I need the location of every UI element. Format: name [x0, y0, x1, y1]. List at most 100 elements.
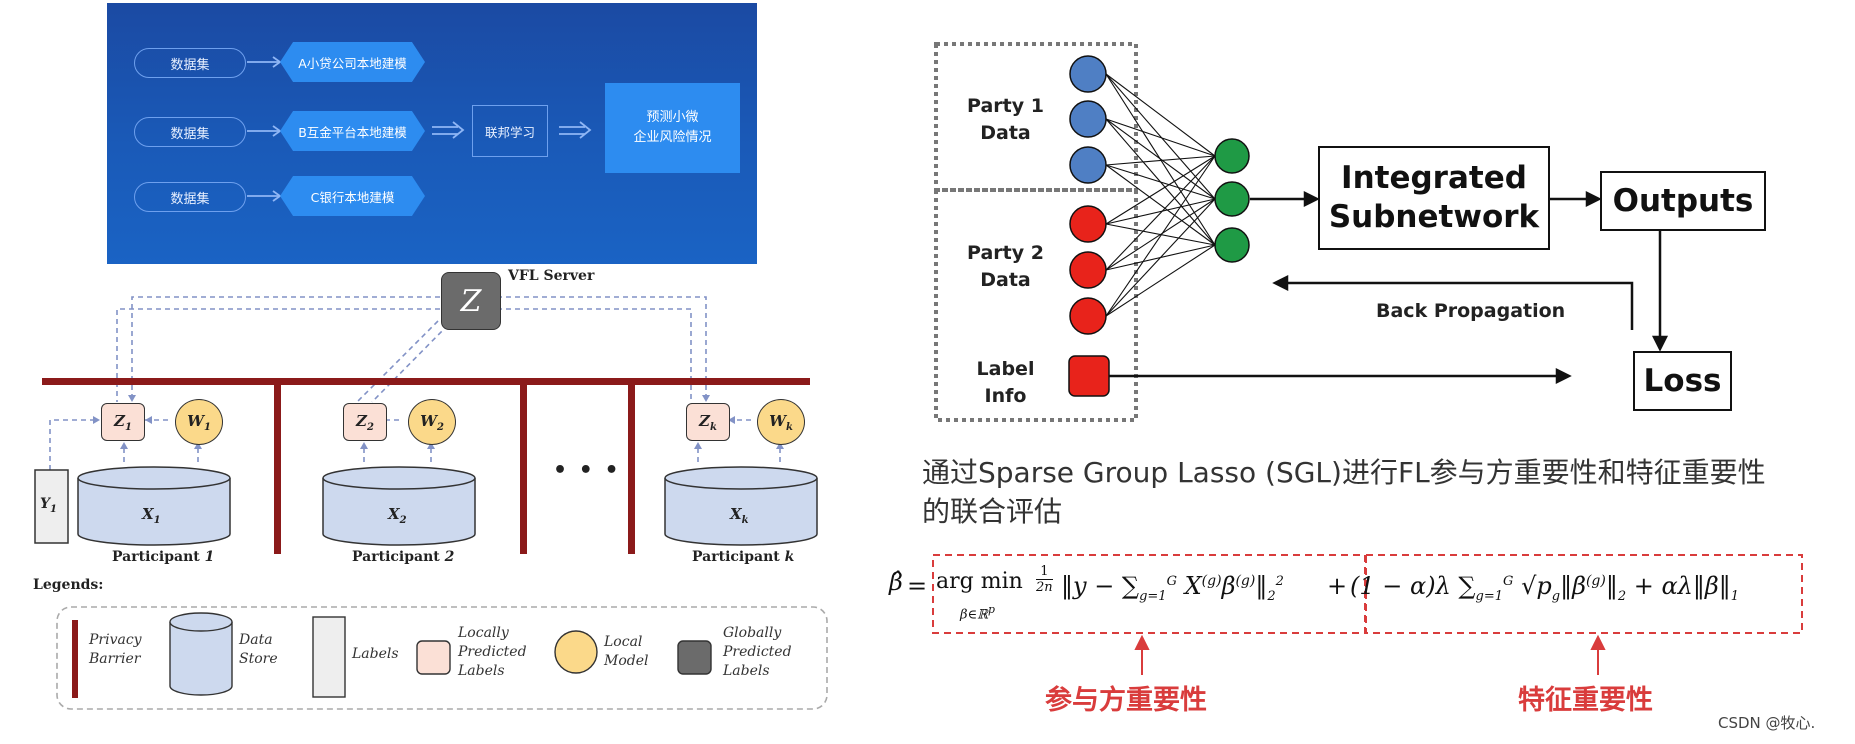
nn-edge [1105, 155, 1216, 317]
more-participants-ellipsis: • • • [553, 458, 621, 483]
local-prediction-z2: Z2 [343, 403, 387, 441]
z2-symbol: Z [356, 411, 367, 430]
vfl-diagram-lines [34, 296, 828, 710]
nn-edge [1105, 73, 1216, 200]
label-info-line-2: Info [984, 385, 1027, 407]
z1-symbol: Z [114, 411, 125, 430]
party2-line-1: Party 2 [967, 242, 1044, 264]
legend-labels: Labels [352, 645, 399, 664]
local-model-a: A小贷公司本地建模 [280, 42, 425, 82]
z1-sub: 1 [124, 421, 132, 433]
x2-sub: 2 [399, 515, 407, 526]
sgl-line-1: 通过Sparse Group Lasso (SGL)进行FL参与方重要性和特征重… [922, 456, 1766, 489]
dataset-pill-a: 数据集 [134, 48, 246, 78]
csdn-watermark: CSDN @牧心. [1718, 714, 1816, 732]
nn-edge [1105, 198, 1216, 225]
x2-symbol: X [388, 505, 400, 523]
legend-globally-predicted: Globally Predicted Labels [723, 624, 792, 681]
federated-learning-box: 联邦学习 [472, 105, 548, 157]
legend-local-model-line-1: Local [604, 634, 643, 650]
loss-box: Loss [1633, 351, 1732, 411]
sgl-formula-frames [932, 554, 1803, 675]
z2-sub: 2 [366, 421, 374, 433]
nn-diagram [934, 42, 1669, 422]
y1-symbol: Y [40, 496, 50, 512]
participant-1-caption: Participant 1 [112, 549, 214, 565]
w2-sub: 2 [436, 421, 444, 433]
legend-privacy-line-2: Barrier [89, 651, 141, 667]
legend-privacy-barrier: Privacy Barrier [89, 631, 142, 669]
y1-sub: 1 [50, 503, 57, 515]
data-store-x2: X2 [388, 505, 407, 526]
party1-label: Party 1 Data [948, 93, 1063, 147]
nn-edge [1105, 164, 1216, 200]
vfl-server-symbol: Z [460, 283, 482, 319]
participant-k-caption: Participant k [692, 549, 794, 565]
participant-k-index: k [784, 549, 795, 565]
legend-labels-line-1: Labels [352, 646, 399, 662]
sgl-line-2: 的联合评估 [922, 495, 1063, 528]
sgl-description: 通过Sparse Group Lasso (SGL)进行FL参与方重要性和特征重… [922, 453, 1802, 531]
legend-locally-line-3: Labels [458, 663, 505, 679]
dataset-pill-b: 数据集 [134, 117, 246, 147]
prediction-line-1: 预测小微 [646, 110, 699, 125]
legend-data-line-2: Store [239, 651, 278, 667]
prediction-box: 预测小微 企业风险情况 [605, 83, 740, 173]
party-importance-label: 参与方重要性 [1045, 685, 1207, 716]
legend-globally-line-3: Labels [723, 663, 770, 679]
dataset-pill-c: 数据集 [134, 182, 246, 212]
outputs-box: Outputs [1600, 171, 1766, 231]
nn-edge [1105, 155, 1216, 166]
w1-symbol: W [187, 411, 204, 430]
nn-edge [1105, 118, 1216, 157]
feature-importance-frame [1365, 554, 1803, 634]
nn-edge [1105, 155, 1216, 225]
participant-2-index: 2 [444, 549, 455, 565]
legend-local-model-line-2: Model [604, 653, 649, 669]
nn-edge [1105, 198, 1216, 271]
back-propagation-label: Back Propagation [1376, 300, 1566, 322]
legend-locally-line-1: Locally [458, 625, 509, 641]
zk-symbol: Z [699, 411, 710, 430]
local-model-b: B互金平台本地建模 [280, 111, 425, 151]
data-store-xk: Xk [730, 505, 749, 526]
local-prediction-zk: Zk [686, 403, 730, 441]
party2-line-2: Data [980, 269, 1031, 291]
feature-importance-label: 特征重要性 [1518, 685, 1653, 716]
nn-edge [1105, 155, 1216, 271]
nn-edge [1105, 164, 1216, 246]
w2-symbol: W [420, 411, 437, 430]
legend-privacy-line-1: Privacy [89, 632, 142, 648]
local-prediction-z1: Z1 [101, 403, 145, 441]
participant-1-prefix: Participant [112, 549, 205, 565]
integrated-line-2: Subnetwork [1328, 199, 1540, 235]
vfl-server-box: Z [441, 272, 501, 330]
x1-sub: 1 [153, 515, 161, 526]
integrated-line-1: Integrated [1341, 160, 1527, 196]
legend-data-line-1: Data [239, 632, 273, 648]
local-model-w1: W1 [175, 399, 223, 445]
party2-frame [934, 188, 1138, 422]
participant-2-caption: Participant 2 [352, 549, 454, 565]
legend-globally-line-2: Predicted [723, 644, 792, 660]
party2-label: Party 2 Data [948, 240, 1063, 294]
prediction-line-2: 企业风险情况 [633, 130, 712, 145]
vfl-server-label: VFL Server [508, 268, 595, 284]
local-model-wk: Wk [757, 399, 805, 445]
integrated-subnetwork-box: Integrated Subnetwork [1318, 146, 1550, 250]
legend-locally-predicted: Locally Predicted Labels [458, 624, 527, 681]
party1-frame [934, 42, 1138, 192]
legend-data-store: Data Store [239, 631, 278, 669]
w1-sub: 1 [203, 421, 211, 433]
xk-symbol: X [730, 505, 742, 523]
local-model-c: C银行本地建模 [280, 176, 425, 216]
local-model-w2: W2 [408, 399, 456, 445]
wk-sub: k [785, 421, 793, 433]
legend-locally-line-2: Predicted [458, 644, 527, 660]
zk-sub: k [710, 421, 717, 433]
nn-edge [1105, 244, 1216, 317]
legend-title: Legends: [33, 577, 104, 593]
legend-local-model: Local Model [604, 633, 649, 671]
nn-edge [1105, 198, 1216, 317]
